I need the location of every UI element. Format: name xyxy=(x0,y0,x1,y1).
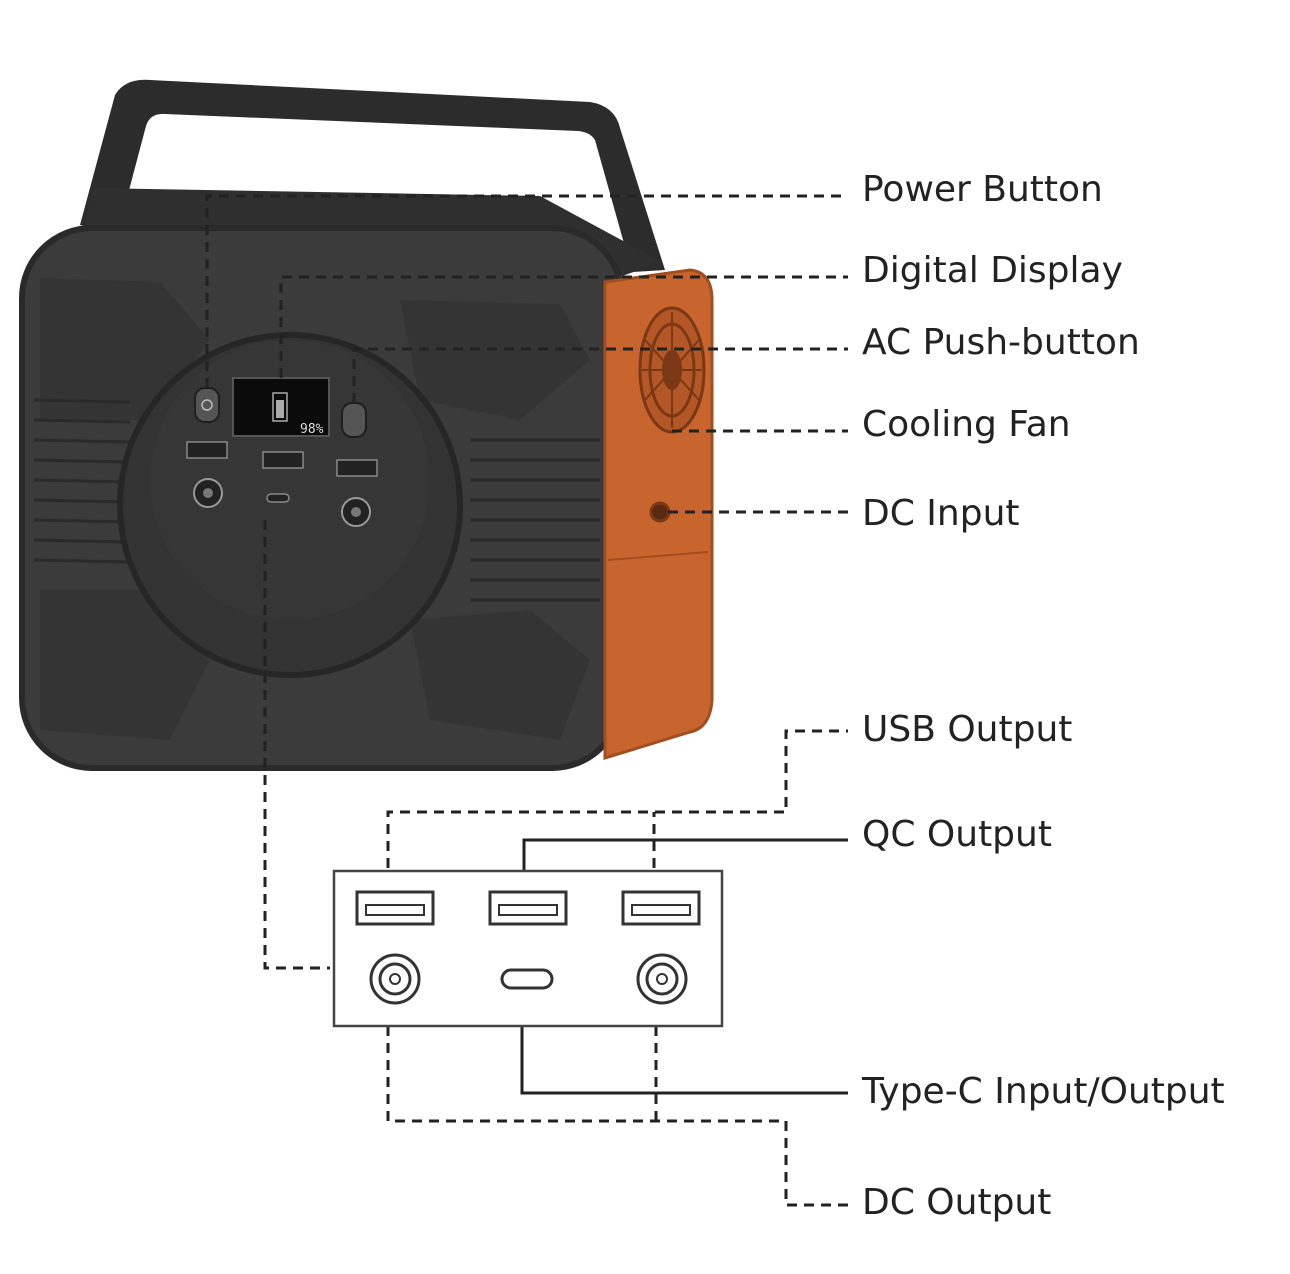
power-button-icon xyxy=(194,387,220,423)
label-digital-display: Digital Display xyxy=(862,250,1123,291)
qc-port-icon xyxy=(488,890,568,926)
port-detail-box xyxy=(332,869,724,1028)
ac-button-icon xyxy=(341,402,367,438)
label-qc-output: QC Output xyxy=(862,814,1052,855)
label-power-button: Power Button xyxy=(862,169,1103,210)
cooling-fan-icon xyxy=(638,306,706,434)
type-c-port-icon xyxy=(500,968,554,990)
digital-display-icon xyxy=(232,377,330,437)
label-type-c-io: Type-C Input/Output xyxy=(862,1071,1225,1112)
usb-port-icon xyxy=(355,890,435,926)
dc-port-icon xyxy=(369,953,421,1005)
dc-input-port-icon xyxy=(649,501,671,523)
label-ac-push-button: AC Push-button xyxy=(862,322,1140,363)
usb-port-icon xyxy=(621,890,701,926)
label-dc-output: DC Output xyxy=(862,1182,1052,1223)
dc-port-icon xyxy=(636,953,688,1005)
label-dc-input: DC Input xyxy=(862,493,1020,534)
label-cooling-fan: Cooling Fan xyxy=(862,404,1071,445)
front-ports xyxy=(186,441,378,527)
callout-lines xyxy=(205,194,848,1207)
label-usb-output: USB Output xyxy=(862,709,1073,750)
handle xyxy=(80,79,665,272)
display-percent: 98% xyxy=(300,422,324,437)
